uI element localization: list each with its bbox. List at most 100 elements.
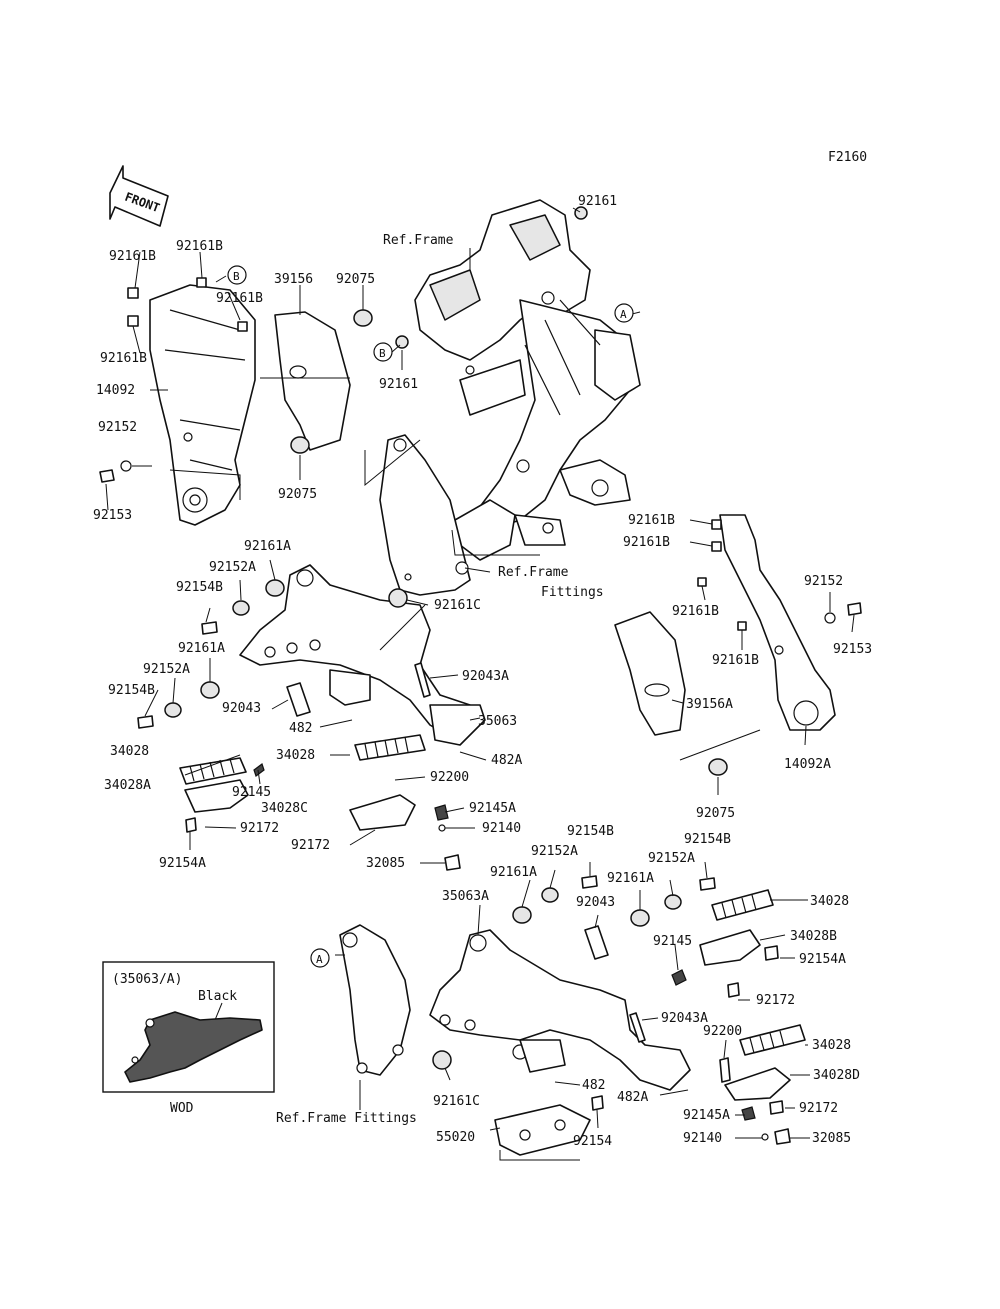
- svg-text:A: A: [620, 308, 627, 321]
- inset-color-label: Black: [198, 989, 237, 1004]
- label-92161a: 92161A: [178, 641, 225, 656]
- label-34028: 34028: [812, 1038, 851, 1053]
- footpeg-34028-2: [354, 734, 426, 761]
- spacer-92161a-4: [630, 909, 650, 927]
- label-92154b: 92154B: [684, 832, 731, 847]
- bolt-92154: [591, 1095, 604, 1111]
- footpeg-34028-3: [711, 889, 774, 921]
- pin-92043-1: [286, 682, 311, 717]
- pin-92200-2: [719, 1057, 731, 1083]
- inset-title: (35063/A): [112, 972, 182, 987]
- svg-text:B: B: [379, 347, 386, 360]
- label-34028c: 34028C: [261, 801, 308, 816]
- label-92161b: 92161B: [109, 249, 156, 264]
- spring-92145-2: [671, 969, 687, 986]
- label-92200: 92200: [430, 770, 469, 785]
- label-92172: 92172: [756, 993, 795, 1008]
- label-92153: 92153: [833, 642, 872, 657]
- pin-92043a-1: [414, 662, 431, 698]
- footpeg-bracket-34028a: [184, 779, 249, 833]
- bolt-92154b-4: [699, 877, 716, 891]
- label-39156a: 39156A: [686, 697, 733, 712]
- label-92152a: 92152A: [143, 662, 190, 677]
- label-92043: 92043: [222, 701, 261, 716]
- label-482: 482: [582, 1078, 605, 1093]
- label-92161c: 92161C: [434, 598, 481, 613]
- spacer-92161c-1: [388, 588, 408, 608]
- label-92161b: 92161B: [176, 239, 223, 254]
- label-35063a: 35063A: [442, 889, 489, 904]
- label-92172: 92172: [799, 1101, 838, 1116]
- label-92161b: 92161B: [672, 604, 719, 619]
- label-92043a: 92043A: [462, 669, 509, 684]
- label-92161c: 92161C: [433, 1094, 480, 1109]
- spacer-92161c-2: [432, 1050, 452, 1070]
- footpeg-34028-1: [179, 757, 247, 785]
- pin-92043a-2: [629, 1012, 646, 1043]
- label-92145: 92145: [232, 785, 271, 800]
- label-482a: 482A: [617, 1090, 648, 1105]
- label-92075: 92075: [336, 272, 375, 287]
- footpeg-34028-4: [739, 1024, 806, 1056]
- washer-92152-right: [824, 612, 836, 624]
- label-92145a: 92145A: [683, 1108, 730, 1123]
- label-92153: 92153: [93, 508, 132, 523]
- label-92161a: 92161A: [490, 865, 537, 880]
- label-14092a: 14092A: [784, 757, 831, 772]
- label-14092: 14092: [96, 383, 135, 398]
- label-92152a: 92152A: [209, 560, 256, 575]
- footpeg-holder-35063a: [429, 929, 691, 1091]
- footpeg-bracket-34028c: [349, 794, 461, 871]
- footpeg-holder-35063: [239, 564, 486, 746]
- washer-92152a-2: [164, 702, 182, 718]
- bolt-92153: [99, 469, 115, 483]
- label-92161: 92161: [578, 194, 617, 209]
- label-34028d: 34028D: [813, 1068, 860, 1083]
- spacer-92161a-3: [512, 906, 532, 924]
- label-ref-frame-fittings: Ref.Frame: [498, 565, 569, 580]
- label-92075: 92075: [696, 806, 735, 821]
- spring-92145-1: [253, 763, 265, 777]
- label-92200: 92200: [703, 1024, 742, 1039]
- label-32085: 32085: [812, 1131, 851, 1146]
- label-92154b: 92154B: [176, 580, 223, 595]
- spacer-92161a-2: [200, 681, 220, 699]
- label-92154a: 92154A: [799, 952, 846, 967]
- grommet-92161-mid: [395, 335, 409, 349]
- bracket-lower-left: [339, 924, 411, 1076]
- guard-39156: [274, 311, 351, 451]
- label-92161b: 92161B: [100, 351, 147, 366]
- label-34028: 34028: [110, 744, 149, 759]
- leader-lines: [105, 207, 855, 1161]
- label-482a: 482A: [491, 753, 522, 768]
- label-92140: 92140: [683, 1131, 722, 1146]
- svg-text:A: A: [316, 953, 323, 966]
- bolt-92153-right: [847, 602, 862, 616]
- label-92145: 92145: [653, 934, 692, 949]
- label-92075: 92075: [278, 487, 317, 502]
- callout-b-mid: B: [373, 342, 393, 362]
- label-ref-frame-fittings: Fittings: [541, 585, 604, 600]
- front-arrow-icon: FRONT: [109, 165, 169, 227]
- label-92154b: 92154B: [567, 824, 614, 839]
- label-92145a: 92145A: [469, 801, 516, 816]
- label-32085: 32085: [366, 856, 405, 871]
- label-92161b: 92161B: [216, 291, 263, 306]
- label-92152: 92152: [804, 574, 843, 589]
- label-92172: 92172: [240, 821, 279, 836]
- washer-92152a-1: [232, 600, 250, 616]
- label-482: 482: [289, 721, 312, 736]
- label-39156: 39156: [274, 272, 313, 287]
- label-92161b: 92161B: [623, 535, 670, 550]
- washer-92152: [120, 460, 132, 472]
- bolt-92154b-1: [201, 621, 218, 635]
- label-92140: 92140: [482, 821, 521, 836]
- label-92161b: 92161B: [628, 513, 675, 528]
- ref-frame-drawing: [414, 199, 641, 561]
- label-92043: 92043: [576, 895, 615, 910]
- figure-code: F2160: [828, 150, 867, 165]
- callout-a-top: A: [614, 303, 634, 323]
- bracket-upper-left: [379, 434, 471, 596]
- part-labels: 92161 Ref.Frame 92161B 92161B 92161B 921…: [93, 194, 872, 1149]
- collar-92075-top: [353, 309, 373, 327]
